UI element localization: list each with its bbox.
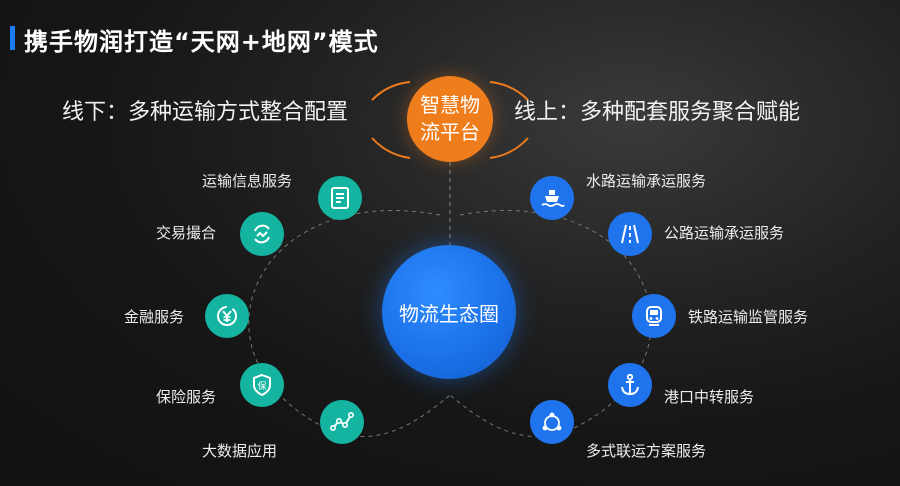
ship-icon: [541, 190, 565, 207]
platform-arc-left-lower: [371, 137, 411, 159]
label-multimodal: 多式联运方案服务: [586, 442, 707, 460]
label-finance: 金融服务: [124, 308, 185, 326]
label-insurance: 保险服务: [156, 388, 217, 406]
document-icon: [331, 187, 349, 209]
shield-glyph: 保: [257, 380, 266, 392]
center-label: 物流生态圈: [399, 301, 499, 326]
platform-arc-right-lower: [489, 137, 529, 159]
train-icon: [646, 306, 662, 326]
shield-icon: 保: [253, 373, 271, 397]
platform-label-line2: 流平台: [420, 120, 480, 144]
node-insurance: 保: [240, 363, 284, 407]
platform-circle: 智慧物 流平台: [407, 76, 493, 162]
offline-text: 线下：多种运输方式整合配置: [62, 100, 349, 125]
node-finance: [205, 294, 249, 338]
platform-label-line1: 智慧物: [420, 93, 480, 117]
platform-arc-left: [371, 81, 411, 101]
node-port: [608, 363, 652, 407]
exchange-icon: [254, 224, 270, 244]
page-title: 携手物润打造“天网+地网”模式: [24, 28, 379, 56]
yuan-icon: [217, 306, 237, 326]
node-big-data: [320, 400, 364, 444]
label-railway: 铁路运输监管服务: [688, 308, 809, 326]
node-railway: [632, 294, 676, 338]
road-icon: [621, 224, 639, 244]
chart-icon: [329, 411, 354, 431]
node-transport-info: [318, 176, 362, 220]
online-text: 线上：多种配套服务聚合赋能: [514, 100, 801, 125]
center-circle: 物流生态圈: [382, 245, 516, 379]
title-accent-bar: [10, 26, 15, 50]
network-icon: [542, 412, 562, 431]
node-trade-matching: [240, 212, 284, 256]
label-port: 港口中转服务: [664, 388, 755, 406]
node-highway: [608, 212, 652, 256]
anchor-icon: [621, 373, 639, 396]
node-waterway: [530, 176, 574, 220]
label-big-data: 大数据应用: [202, 442, 278, 460]
label-waterway: 水路运输承运服务: [586, 172, 707, 190]
label-trade-matching: 交易撮合: [156, 224, 217, 242]
node-multimodal: [530, 400, 574, 444]
label-highway: 公路运输承运服务: [664, 224, 785, 242]
label-transport-info: 运输信息服务: [202, 172, 293, 190]
